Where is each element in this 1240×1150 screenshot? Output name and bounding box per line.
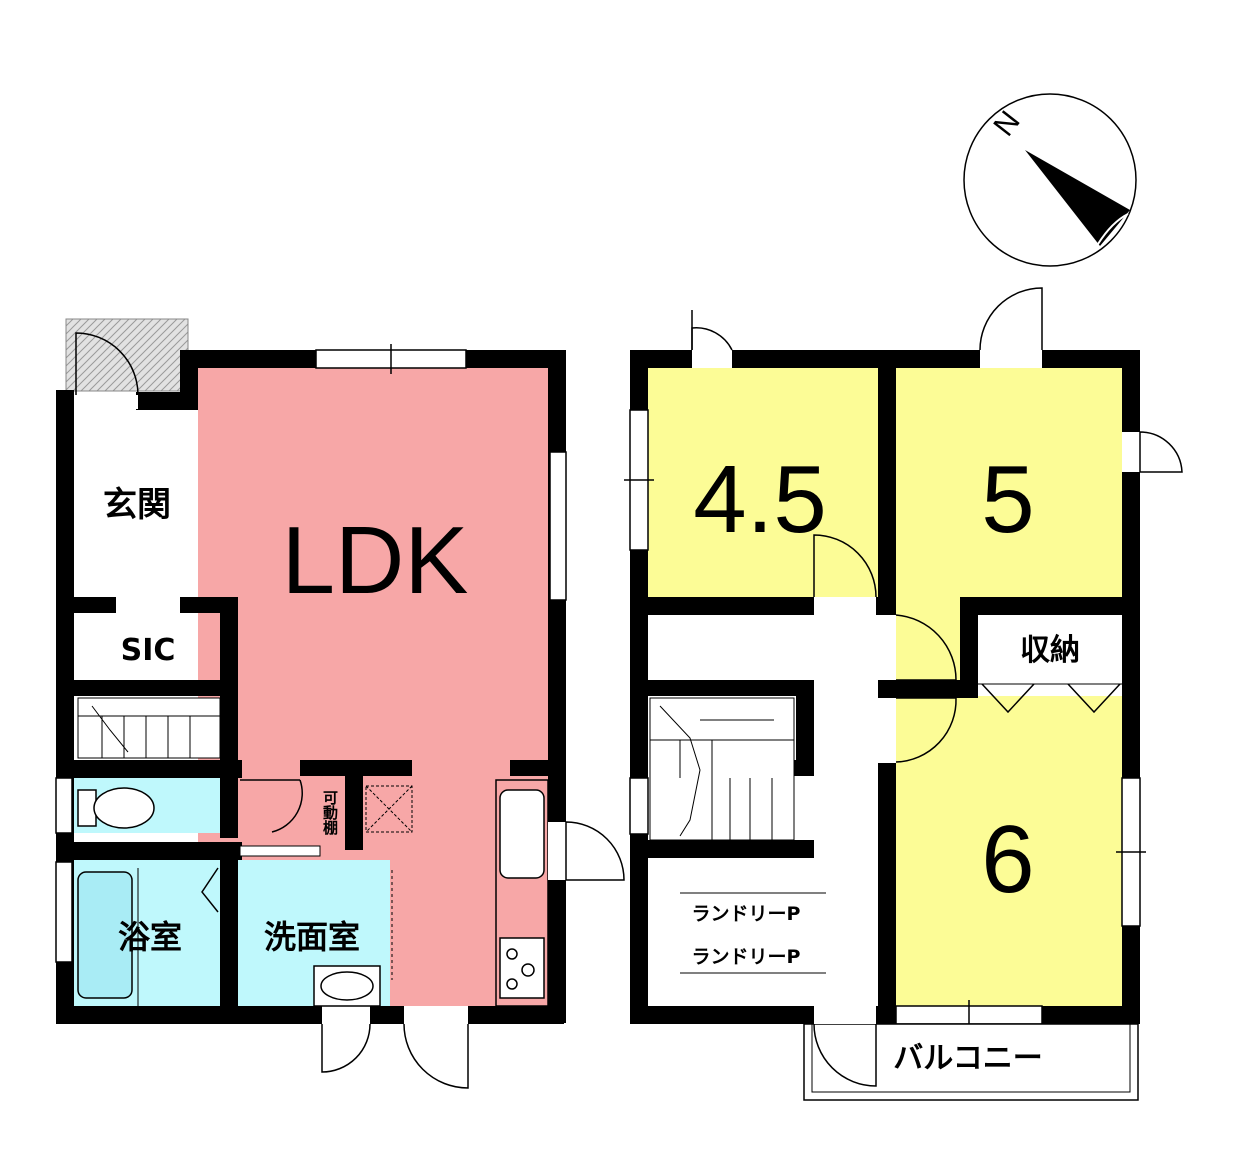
- room-4-5: [648, 368, 878, 598]
- door-swing-icon: [813, 1023, 877, 1087]
- wall: [960, 597, 1140, 615]
- door-swing-icon: [895, 614, 957, 681]
- washroom-door[interactable]: [239, 845, 321, 857]
- wall: [548, 350, 566, 1023]
- window: [55, 861, 73, 963]
- wall: [220, 597, 238, 762]
- door-swing-icon: [895, 697, 957, 763]
- room-5-door[interactable]: [878, 615, 896, 680]
- staircase-1f: [77, 697, 221, 759]
- toilet-icon: [77, 787, 155, 829]
- window: [629, 777, 649, 835]
- washroom-back-door[interactable]: [322, 1006, 370, 1024]
- door-swing-icon: [1139, 431, 1183, 473]
- wall: [56, 760, 242, 778]
- floor-2: 4.5 5 6 収納 ランドリーP ランドリーP バルコニー: [624, 287, 1183, 1101]
- compass: N: [963, 93, 1137, 267]
- room-4-5-label: 4.5: [693, 446, 826, 553]
- room-4-5-door[interactable]: [814, 597, 876, 615]
- window: [55, 777, 73, 834]
- storage-room: [978, 615, 1122, 680]
- wall: [345, 760, 363, 850]
- kitchen-counter: [495, 779, 549, 1007]
- wall: [960, 597, 978, 697]
- porch: [65, 318, 189, 392]
- bath-label: 浴室: [118, 918, 182, 956]
- ldk-back-door[interactable]: [404, 1006, 468, 1024]
- staircase-2f: [649, 697, 795, 841]
- door-swing-icon: [691, 327, 733, 351]
- balcony: [803, 1023, 1139, 1101]
- wall: [220, 860, 238, 1010]
- door-swing-icon: [75, 332, 139, 396]
- room-6-label: 6: [981, 806, 1034, 913]
- wall: [880, 680, 978, 698]
- wall: [878, 680, 896, 1025]
- sink-icon: [499, 789, 545, 879]
- wall: [136, 392, 198, 410]
- shelf-label: 可動棚: [321, 790, 339, 836]
- wall: [630, 840, 814, 858]
- wall: [56, 842, 242, 860]
- laundry-label: ランドリーP: [692, 903, 801, 925]
- bathtub-icon: [77, 871, 133, 999]
- door-swing-icon: [979, 287, 1043, 351]
- wall: [510, 760, 550, 776]
- wall: [56, 1006, 564, 1024]
- door-swing-icon: [240, 779, 303, 833]
- wall: [56, 597, 116, 613]
- pantry-box: [365, 785, 413, 833]
- room-5-label: 5: [981, 446, 1034, 553]
- window: [549, 451, 567, 601]
- entrance-label: 玄関: [103, 485, 171, 525]
- door-swing-icon: [813, 534, 877, 598]
- floor-1: 玄関 SIC LDK 可動棚 浴室 洗面室: [55, 318, 625, 1089]
- wall: [630, 680, 814, 696]
- storage-label: 収納: [1020, 633, 1080, 668]
- sic-label: SIC: [121, 633, 176, 668]
- bath-folding-door: [201, 867, 219, 913]
- storage-folding-door: [981, 683, 1121, 714]
- wall: [56, 680, 236, 696]
- room-6-door[interactable]: [878, 698, 896, 763]
- balcony-door[interactable]: [814, 1006, 876, 1024]
- wall: [878, 350, 896, 615]
- washroom-label: 洗面室: [264, 918, 360, 956]
- laundry-label: ランドリーP: [692, 946, 801, 968]
- wall: [796, 680, 814, 760]
- door-swing-icon: [565, 821, 625, 881]
- room-5: [896, 368, 1122, 598]
- north-arrow-icon: [1025, 150, 1130, 246]
- entrance-door[interactable]: [76, 395, 138, 409]
- door-swing-icon: [321, 1023, 371, 1073]
- door-swing-icon: [403, 1023, 469, 1089]
- ldk-label: LDK: [282, 507, 469, 614]
- wall: [220, 778, 238, 838]
- balcony-label: バルコニー: [893, 1041, 1042, 1076]
